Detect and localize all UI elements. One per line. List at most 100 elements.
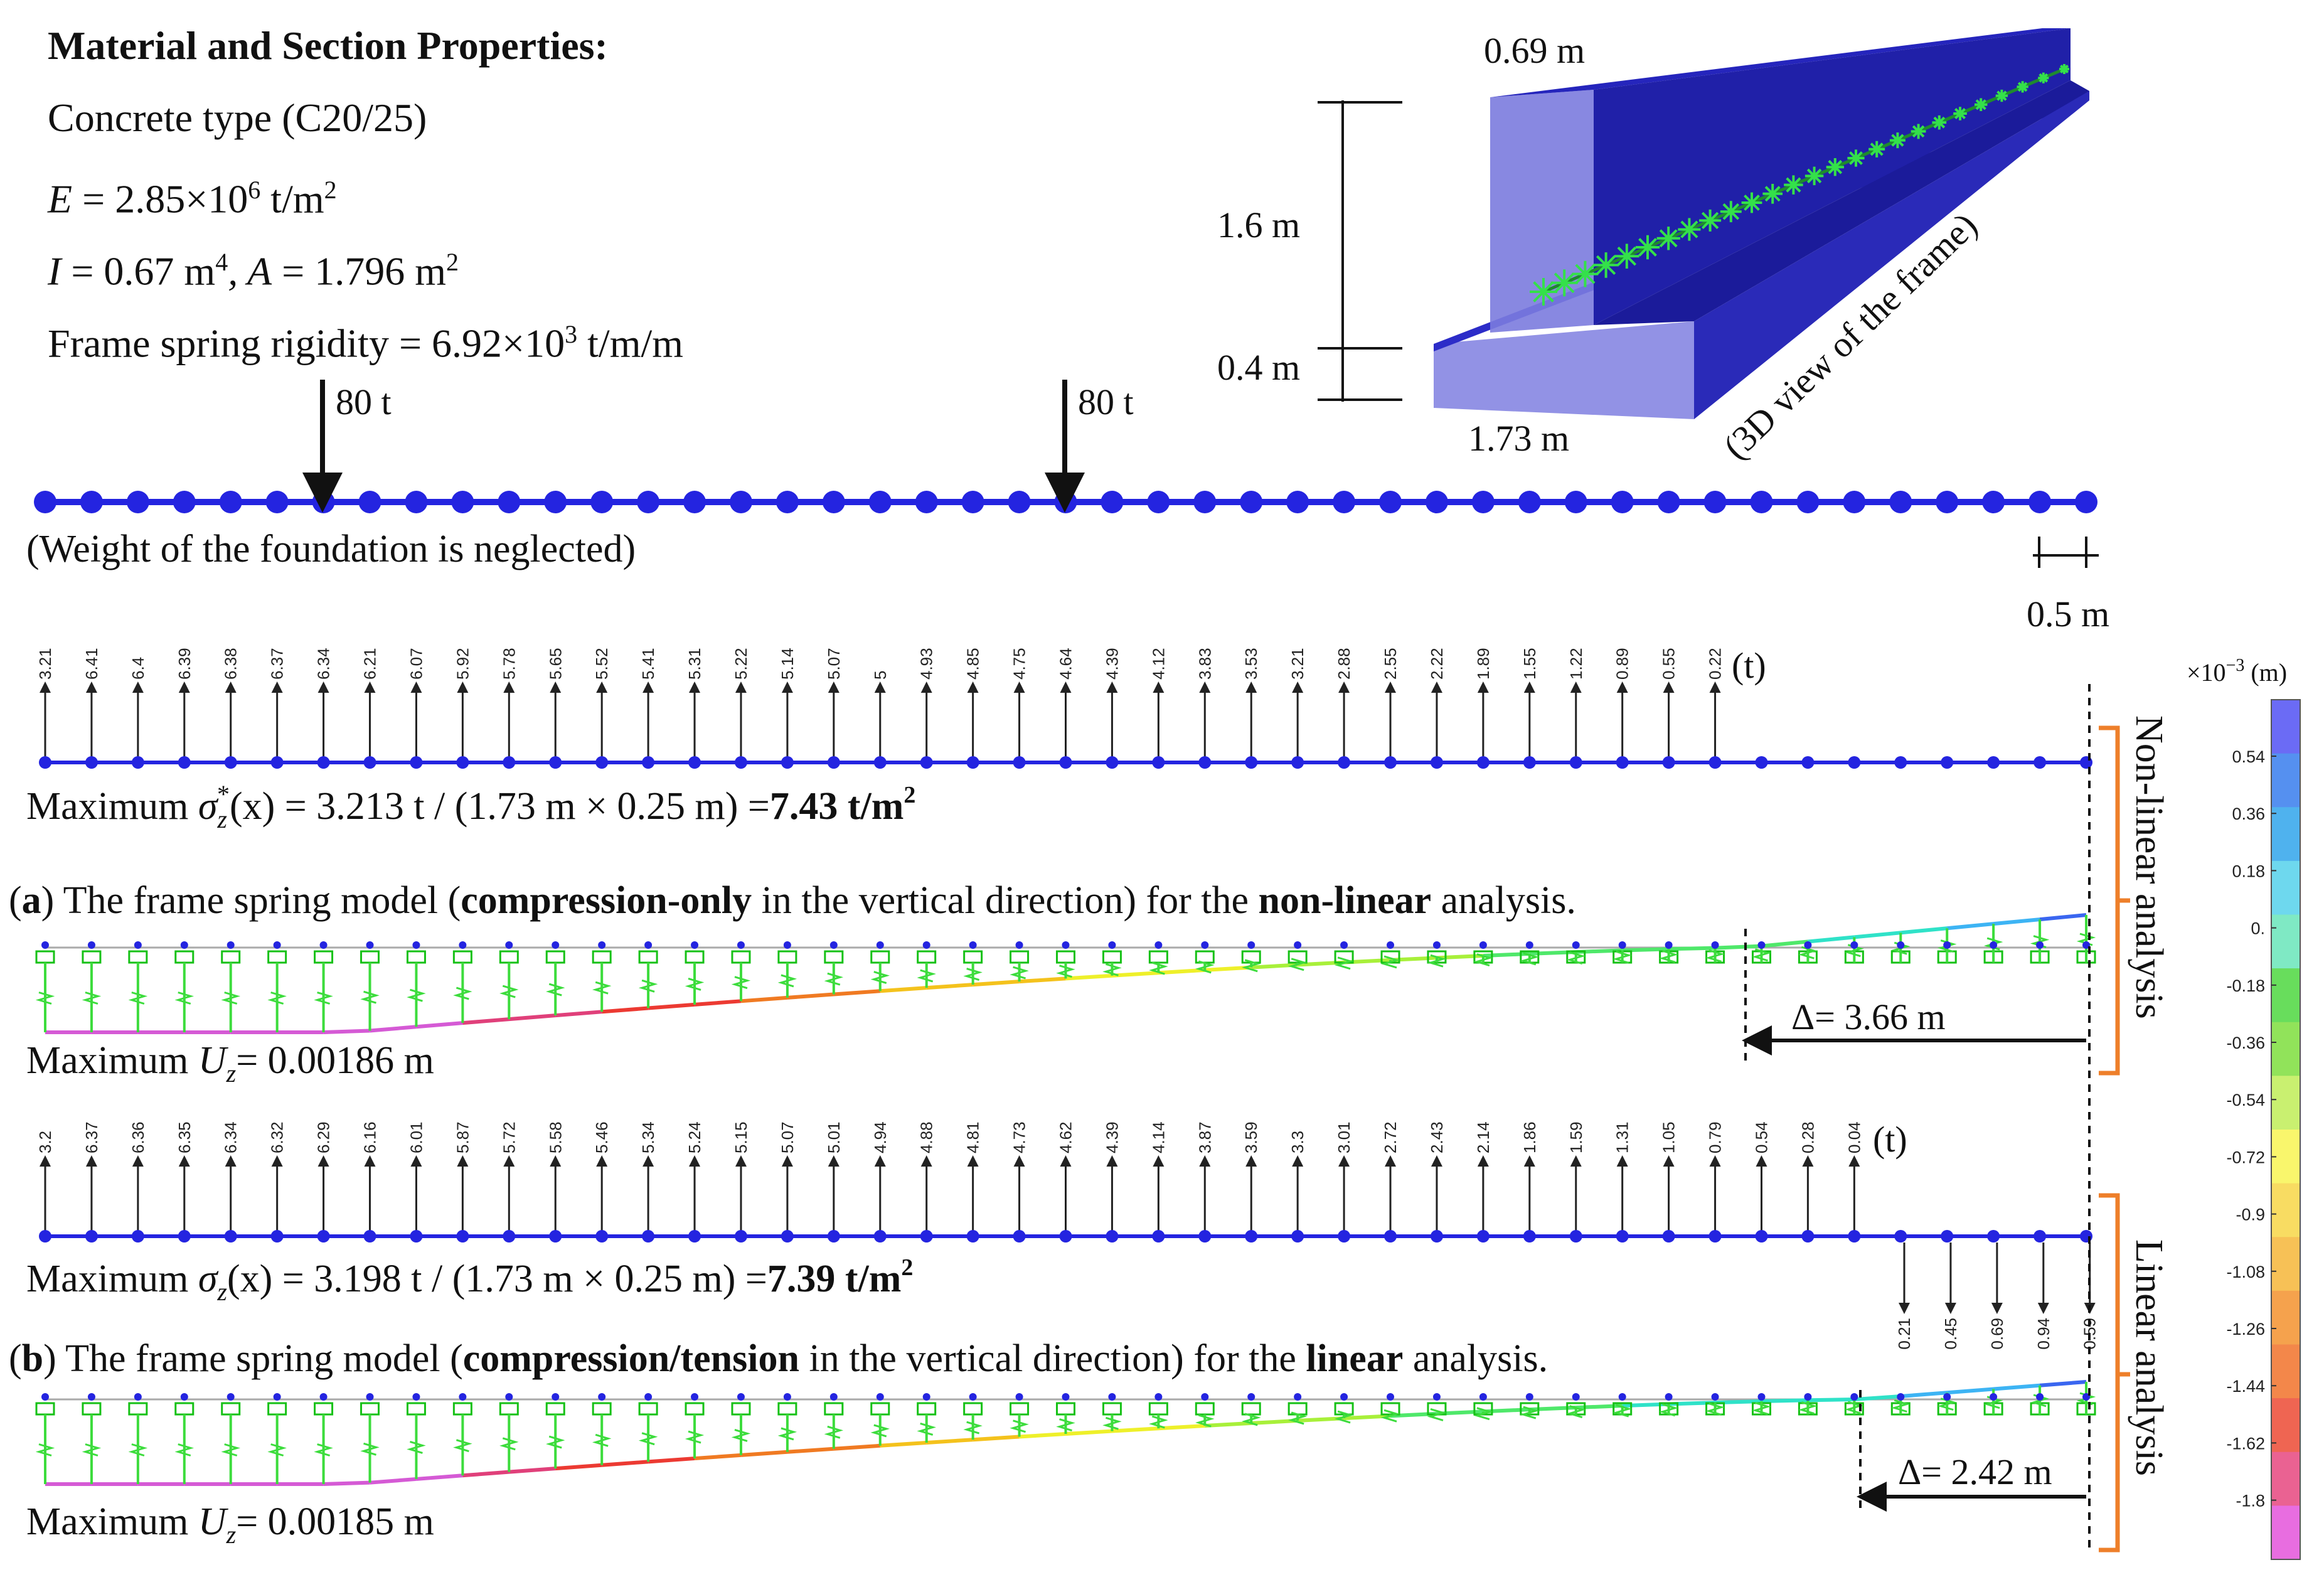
spring-coil <box>267 1443 287 1456</box>
spring-node <box>366 1393 374 1401</box>
deflection-segment <box>1529 950 1576 956</box>
deflection-segment <box>1622 947 1669 953</box>
spring-coil <box>1659 1403 1678 1417</box>
reaction-value: 6.37 <box>82 1121 101 1153</box>
beam-node <box>1245 756 1258 769</box>
beam-node <box>1662 1230 1675 1243</box>
nonlinear-caption: (a) The frame spring model (compression-… <box>9 879 1576 922</box>
linear-spring-model <box>35 1380 2096 1486</box>
beam-node <box>1384 1230 1397 1243</box>
tension-value: 0.94 <box>2034 1318 2053 1350</box>
beam-node <box>224 1230 237 1243</box>
spring-coil <box>499 1437 519 1451</box>
reaction-value: 6.39 <box>175 648 194 680</box>
spring-node <box>552 1393 560 1401</box>
reaction-value: 6.4 <box>129 657 147 680</box>
spring-coil <box>1056 965 1075 978</box>
beam-node <box>1889 491 1912 513</box>
deflection-segment <box>880 1440 927 1448</box>
spring-node <box>829 1393 838 1401</box>
spring-support <box>917 950 937 964</box>
spring-marker <box>1995 89 2008 102</box>
spring-marker <box>1530 278 1557 306</box>
linear-bracket <box>2099 1193 2130 1553</box>
beam-node <box>549 1230 562 1243</box>
beam-node <box>590 491 614 513</box>
deflection-segment <box>1761 1398 1808 1403</box>
spring-support <box>777 1402 797 1416</box>
spring-support <box>685 1402 705 1416</box>
spring-coil <box>1056 1418 1075 1431</box>
beam-node <box>1013 1230 1026 1243</box>
spring-node <box>319 1393 328 1401</box>
spring-coil <box>963 1421 983 1435</box>
spring-rigidity: Frame spring rigidity = 6.92×103 t/m/m <box>48 320 684 366</box>
deflection-segment <box>1668 946 1715 951</box>
spring-node <box>1154 1393 1163 1401</box>
linear-max-stress: Maximum σz(x) = 3.198 t / (1.73 m × 0.25… <box>26 1254 913 1306</box>
colorbar-title: ×10−3 (m) <box>2187 656 2287 687</box>
nonlinear-reaction-unit: (t) <box>1732 645 1766 686</box>
spring-support <box>314 1402 334 1416</box>
spring-support <box>35 950 55 964</box>
spring-support <box>267 1402 287 1416</box>
spring-support <box>221 950 241 964</box>
beam-node <box>873 1230 887 1243</box>
spring-node <box>273 941 281 949</box>
load-label-2: 80 t <box>1078 382 1134 422</box>
beam-node <box>1338 1230 1351 1243</box>
spring-coil <box>1010 966 1029 980</box>
spring-node <box>1387 941 1395 949</box>
spring-coil <box>174 991 195 1005</box>
spring-coil <box>731 1428 751 1442</box>
beam-3d-spring-markers <box>1530 64 2069 306</box>
spring-coil <box>267 991 287 1005</box>
spring-coil <box>314 1443 333 1456</box>
tension-value: 0.21 <box>1895 1318 1914 1350</box>
spring-node <box>1432 941 1441 949</box>
deflection-segment <box>416 1021 463 1029</box>
beam-node <box>456 1230 469 1243</box>
deflection-segment <box>323 1029 370 1034</box>
reaction-value: 6.41 <box>82 648 101 680</box>
beam-node <box>1198 1230 1212 1243</box>
beam-node <box>873 756 887 769</box>
beam-node <box>1796 491 1820 513</box>
deflection-segment <box>1529 1406 1576 1412</box>
spring-marker <box>1656 227 1680 250</box>
deflection-segment <box>1065 973 1112 981</box>
deflection-segment <box>926 1438 973 1445</box>
spring-node <box>1340 1393 1348 1401</box>
reaction-value: 6.29 <box>314 1121 333 1153</box>
spring-node <box>1990 941 1998 949</box>
spring-coil <box>1149 1415 1168 1429</box>
spring-coil <box>1566 951 1586 965</box>
beam-node <box>1936 491 1959 513</box>
spring-node <box>366 941 374 949</box>
reaction-value: 0.55 <box>1660 648 1678 680</box>
beam-node <box>1059 756 1072 769</box>
spring-support <box>545 950 565 964</box>
beam-node <box>1987 756 2000 769</box>
spring-node <box>1990 1393 1998 1401</box>
beam-node <box>1703 491 1727 513</box>
deflection-segment <box>462 1470 509 1478</box>
spring-node <box>273 1393 281 1401</box>
beam-node <box>1564 491 1587 513</box>
spring-node <box>1479 1393 1487 1401</box>
deflection-segment <box>555 1010 602 1018</box>
spring-coil <box>1473 1407 1493 1421</box>
spring-support <box>82 950 102 964</box>
reaction-value: 3.21 <box>36 648 55 680</box>
spring-node <box>1479 941 1487 949</box>
spring-marker <box>2059 64 2069 74</box>
beam-node <box>1054 491 1077 513</box>
deflection-segment <box>1622 1402 1669 1408</box>
beam-node <box>1708 1230 1722 1243</box>
deflection-segment <box>1900 926 1948 935</box>
spring-support <box>1148 950 1168 964</box>
colorbar-band <box>2271 1183 2300 1238</box>
spring-marker <box>1889 132 1906 149</box>
spring-coil <box>1612 1404 1632 1418</box>
reaction-value: 6.32 <box>268 1121 287 1153</box>
